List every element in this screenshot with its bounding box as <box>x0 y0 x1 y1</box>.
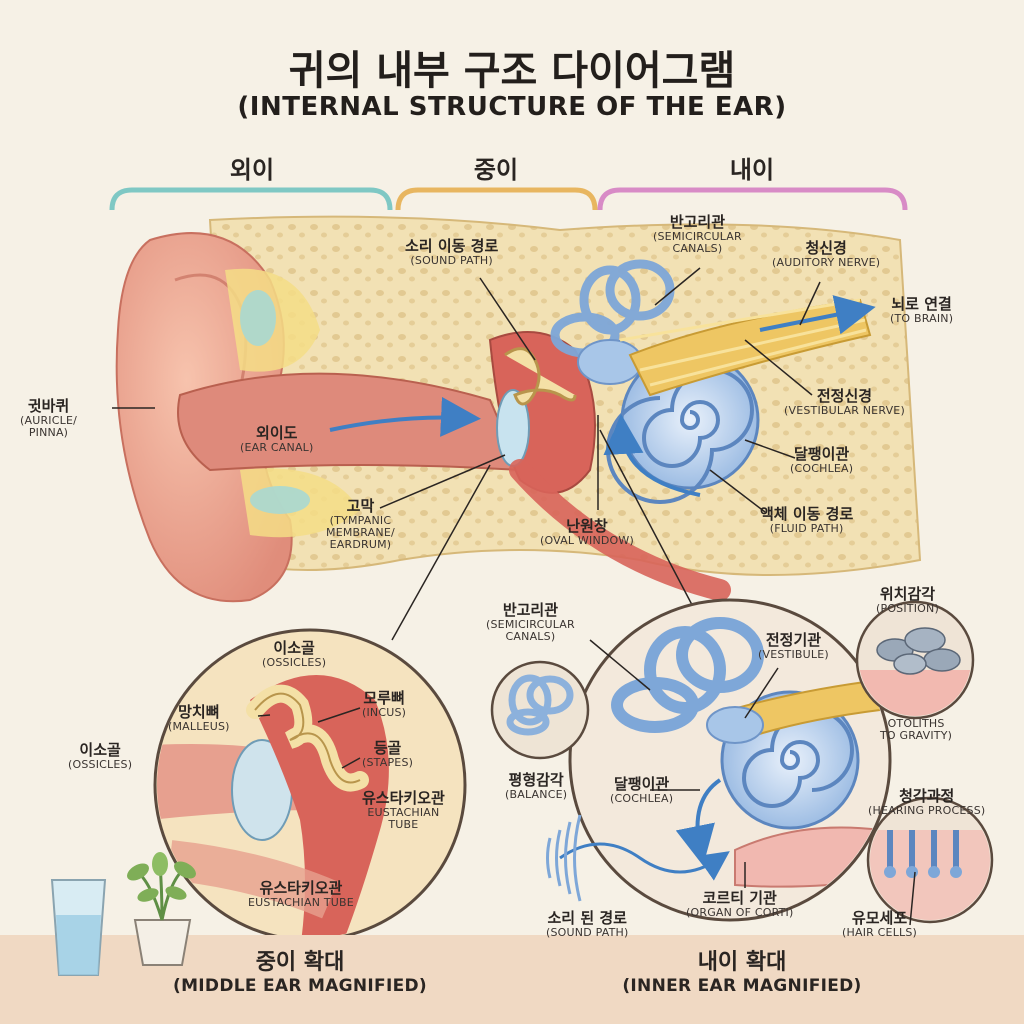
hearing-circle <box>866 796 994 926</box>
label-auditory-nerve: 청신경 (AUDITORY NERVE) <box>772 239 881 269</box>
brain-arrow <box>759 295 876 335</box>
label-oval-window: 난원창 (OVAL WINDOW) <box>540 517 634 547</box>
potted-plant <box>127 852 196 966</box>
label-vestibular-nerve: 전정신경 (VESTIBULAR NERVE) <box>784 387 905 417</box>
label-balance: 평형감각 (BALANCE) <box>505 771 568 801</box>
eustachian-shape <box>509 459 731 601</box>
label-ossicles-inset: 이소골 (OSSICLES) <box>262 639 327 669</box>
label-hearing-process: 청각과정 (HEARING PROCESS) <box>868 787 986 817</box>
label-otoliths: OTOLITHS TO GRAVITY) <box>880 717 953 743</box>
label-semicircular-canals: 반고리관 (SEMICIRCULAR CANALS) <box>653 213 742 256</box>
inner-flow-arrow <box>675 778 722 866</box>
label-incus: 모루뼈 (INCUS) <box>362 689 407 719</box>
inner-ear-inset <box>546 598 892 922</box>
balance-circle <box>490 660 590 760</box>
label-ear-canal: 외이도 (EAR CANAL) <box>240 424 314 454</box>
label-sound-path: 소리 이동 경로 (SOUND PATH) <box>405 237 499 267</box>
fluid-arrow <box>603 414 701 497</box>
label-position: 위치감각 (POSITION) <box>876 585 939 615</box>
middle-ear-bracket <box>395 187 598 211</box>
auditory-nerve-shape <box>628 298 872 397</box>
position-circle <box>855 600 975 720</box>
ear-canal-shape <box>177 372 522 472</box>
sound-wave-arrow <box>559 842 730 881</box>
page-title: 귀의 내부 구조 다이어그램 <box>288 48 736 94</box>
inner-ear-bracket <box>597 187 908 211</box>
label-vestibule: 전정기관 (VESTIBULE) <box>758 631 829 661</box>
caption-inner-ear: 내이 확대 (INNER EAR MAGNIFIED) <box>622 950 862 996</box>
label-hair-cells: 유모세포 (HAIR CELLS) <box>842 909 918 939</box>
label-auricle: 귓바퀴 (AURICLE/ PINNA) <box>20 397 78 440</box>
water-glass <box>50 879 107 976</box>
label-organ-of-corti: 코르티 기관 (ORGAN OF CORTI) <box>686 889 794 919</box>
section-middle-ear: 중이 <box>473 156 519 184</box>
outer-ear-bracket <box>109 187 393 211</box>
label-stapes: 등골 (STAPES) <box>362 739 414 769</box>
page-subtitle: (INTERNAL STRUCTURE OF THE EAR) <box>237 92 787 122</box>
label-eustachian-tube-1: 유스타키오관 EUSTACHIAN TUBE <box>362 789 445 832</box>
sound-arrow <box>329 396 481 437</box>
label-tympanic-membrane: 고막 (TYMPANIC MEMBRANE/ EARDRUM) <box>326 497 395 552</box>
label-malleus: 망치뼈 (MALLEUS) <box>168 703 230 733</box>
label-ossicles-outer: 이소골 (OSSICLES) <box>68 741 133 771</box>
label-to-brain: 뇌로 연결 (TO BRAIN) <box>890 295 954 325</box>
label-sound-path-2: 소리 된 경로 (SOUND PATH) <box>546 909 629 939</box>
label-cochlea: 달팽이관 (COCHLEA) <box>790 445 854 475</box>
label-eustachian-tube-2: 유스타키오관 EUSTACHIAN TUBE <box>248 879 354 909</box>
section-outer-ear: 외이 <box>229 156 275 184</box>
caption-middle-ear: 중이 확대 (MIDDLE EAR MAGNIFIED) <box>173 950 427 996</box>
label-semicircular-canals-2: 반고리관 (SEMICIRCULAR CANALS) <box>486 601 575 644</box>
section-inner-ear: 내이 <box>729 156 775 184</box>
label-cochlea-2: 달팽이관 (COCHLEA) <box>610 775 674 805</box>
label-fluid-path: 액체 이동 경로 (FLUID PATH) <box>760 505 854 535</box>
